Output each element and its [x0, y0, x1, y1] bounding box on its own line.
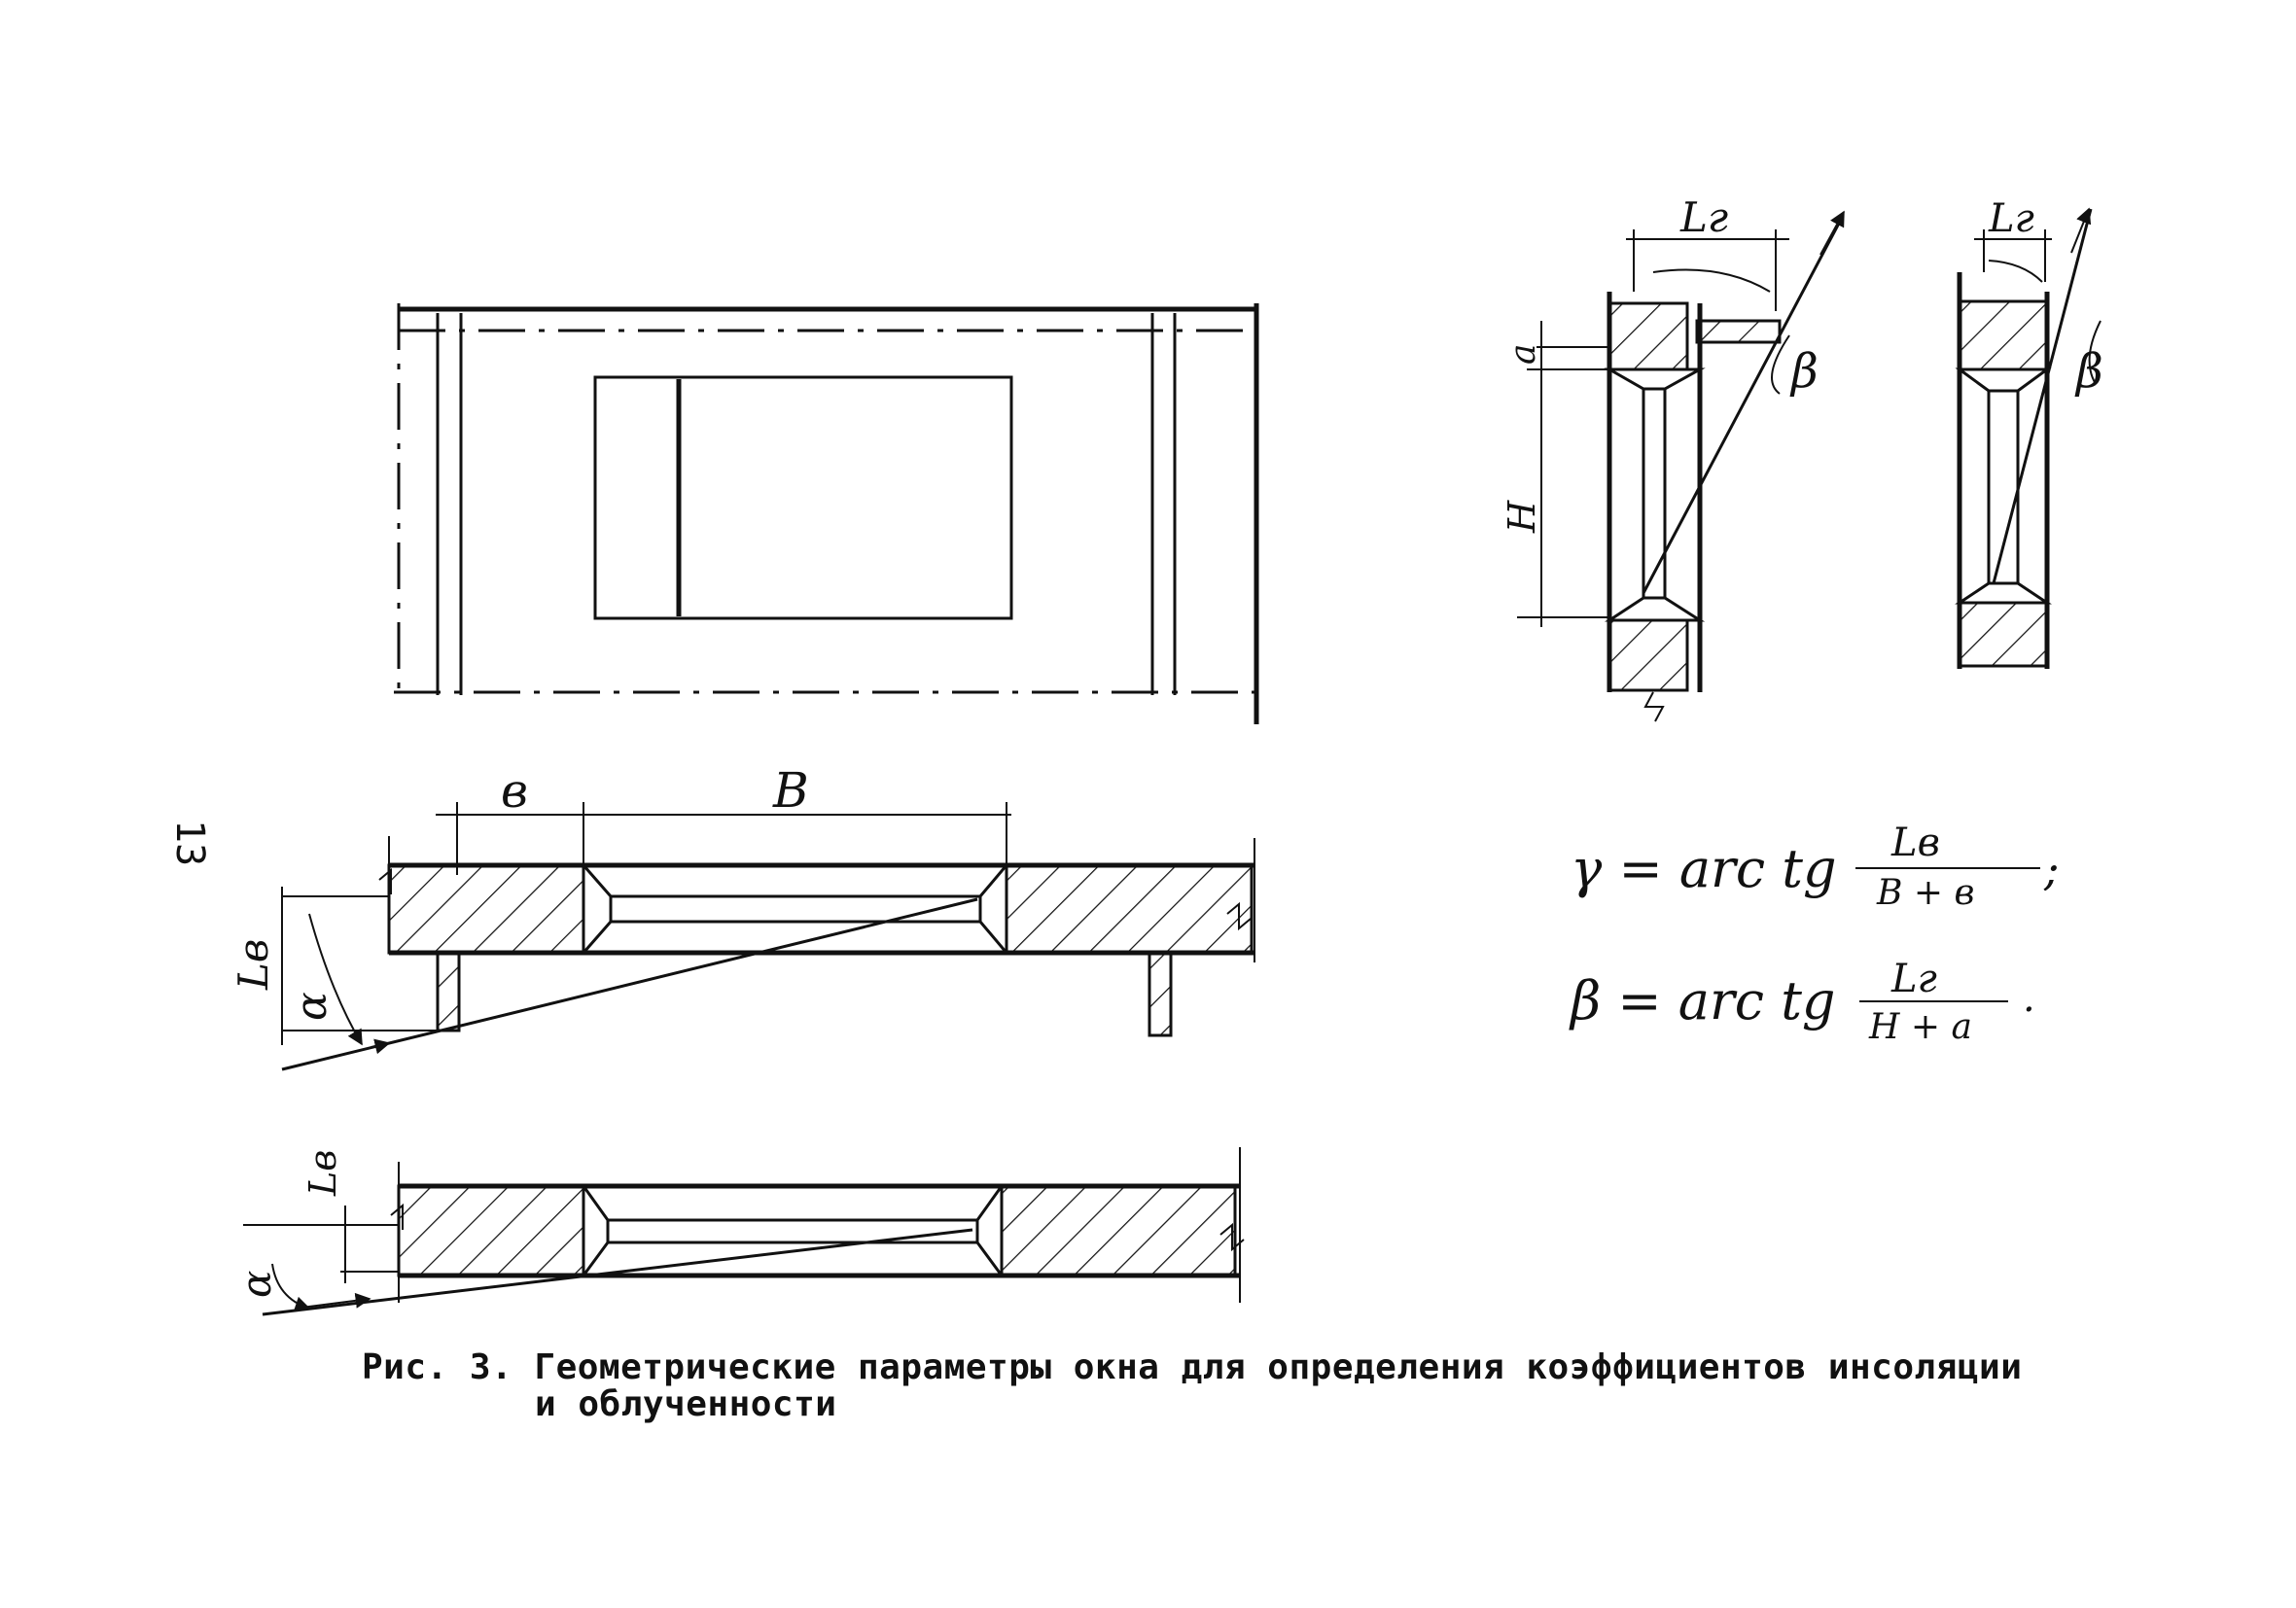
label-alpha-upper: α [287, 992, 336, 1021]
label-B-large: В [772, 762, 809, 819]
label-a: а [1503, 344, 1543, 365]
figure-caption-line-1: Рис. 3. Геометрические параметры окна дл… [362, 1347, 2023, 1387]
figure-caption: Рис. 3. Геометрические параметры окна дл… [362, 1349, 2112, 1423]
formula-gamma-end: ; [2043, 843, 2060, 895]
figure-caption-line-2: и облученности [535, 1384, 837, 1424]
plan-section-lower [243, 1147, 1245, 1316]
page-number: 13 [167, 820, 212, 866]
label-Lg-left: Lг [1679, 193, 1728, 241]
formula-beta-end: . [2023, 976, 2035, 1021]
window-opening [593, 375, 1013, 620]
formula-beta: β = arc tg Lг Н + а . [1569, 957, 2035, 1047]
plan-section-upper [281, 802, 1255, 1071]
formula-beta-lhs: β = arc tg [1569, 970, 1835, 1031]
label-Lv-lower: Lв [301, 1150, 344, 1197]
formula-beta-numerator: Lг [1890, 957, 1937, 1001]
label-b-small: в [501, 764, 528, 819]
vertical-section-right [1955, 207, 2102, 669]
formula-gamma-denominator: В + в [1876, 873, 1974, 913]
label-alpha-lower: α [232, 1271, 280, 1298]
formula-gamma-numerator: Lв [1890, 821, 1940, 865]
label-H: Н [1501, 500, 1543, 534]
label-beta-left: β [1789, 344, 1819, 399]
formula-gamma-lhs: γ = arc tg [1571, 838, 1837, 899]
vertical-section-left [1517, 210, 1845, 722]
formula-gamma: γ = arc tg Lв В + в ; [1571, 821, 2060, 913]
label-Lv-upper: Lв [230, 939, 277, 991]
facade-elevation [394, 303, 1259, 724]
label-beta-right: β [2074, 344, 2103, 399]
label-Lg-right: Lг [1988, 196, 2034, 241]
formula-beta-denominator: Н + а [1868, 1007, 1972, 1047]
